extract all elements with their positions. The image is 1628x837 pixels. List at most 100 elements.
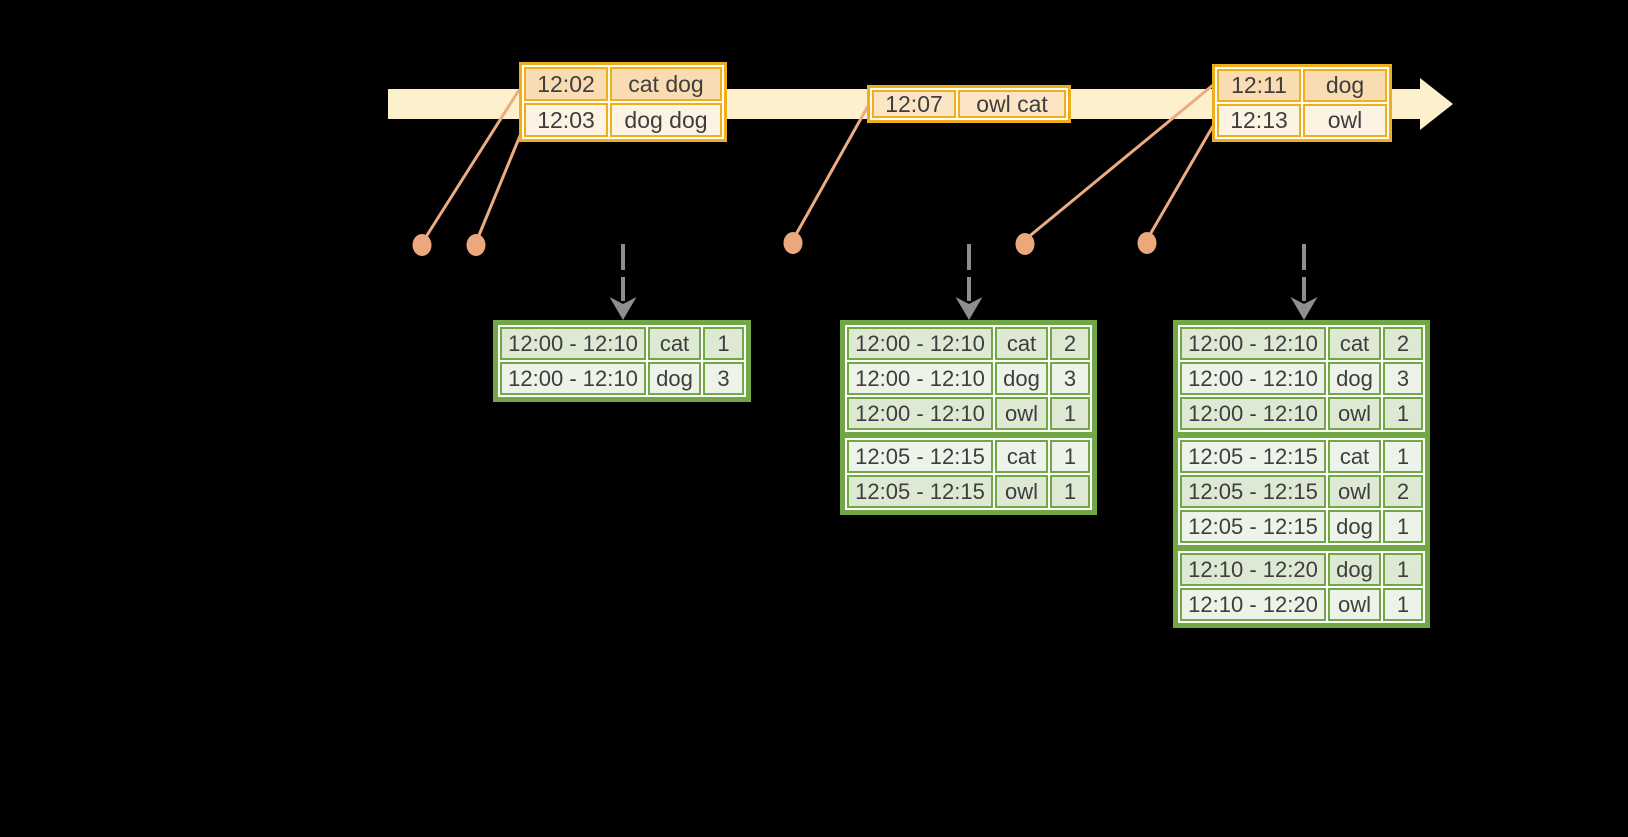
word-cell: owl — [995, 397, 1048, 430]
word-cell: owl — [995, 475, 1048, 508]
event-words-cell: owl cat — [958, 90, 1066, 118]
word-cell: owl — [1328, 475, 1381, 508]
event-time-cell: 12:13 — [1217, 104, 1301, 137]
window-group-separator — [845, 432, 1092, 438]
window-cell: 12:05 - 12:15 — [1180, 475, 1326, 508]
event-time-cell: 12:02 — [524, 67, 608, 101]
window-cell: 12:05 - 12:15 — [1180, 510, 1326, 543]
event-words-cell: dog dog — [610, 103, 722, 137]
event-words-cell: cat dog — [610, 67, 722, 101]
event-leader-line — [792, 105, 870, 239]
event-dot — [1137, 232, 1157, 254]
count-cell: 1 — [1383, 397, 1423, 430]
window-group-separator — [1178, 432, 1425, 438]
window-cell: 12:05 - 12:15 — [1180, 440, 1326, 473]
window-cell: 12:00 - 12:10 — [847, 327, 993, 360]
arrow-down-icon — [609, 297, 637, 320]
word-cell: dog — [1328, 362, 1381, 395]
window-cell: 12:00 - 12:10 — [1180, 362, 1326, 395]
window-cell: 12:05 - 12:15 — [847, 475, 993, 508]
count-cell: 1 — [1383, 510, 1423, 543]
trigger-arrow — [609, 244, 637, 320]
event-words-cell: dog — [1303, 69, 1387, 102]
event-dot — [466, 234, 486, 256]
count-cell: 2 — [1383, 327, 1423, 360]
window-cell: 12:00 - 12:10 — [500, 327, 646, 360]
window-cell: 12:00 - 12:10 — [1180, 397, 1326, 430]
count-cell: 3 — [1050, 362, 1090, 395]
word-cell: owl — [1328, 588, 1381, 621]
event-time-cell: 12:11 — [1217, 69, 1301, 102]
count-cell: 1 — [703, 327, 744, 360]
count-cell: 2 — [1383, 475, 1423, 508]
event-leader-line — [1146, 125, 1215, 239]
word-cell: dog — [1328, 553, 1381, 586]
word-cell: owl — [1328, 397, 1381, 430]
event-leader-line — [475, 125, 526, 241]
word-cell: dog — [995, 362, 1048, 395]
word-cell: cat — [995, 440, 1048, 473]
window-group-separator — [1178, 545, 1425, 551]
count-cell: 1 — [1383, 440, 1423, 473]
window-cell: 12:00 - 12:10 — [847, 397, 993, 430]
event-time-cell: 12:07 — [872, 90, 956, 118]
word-cell: dog — [648, 362, 701, 395]
window-cell: 12:00 - 12:10 — [847, 362, 993, 395]
timeline-arrowhead-icon — [1420, 78, 1453, 130]
arrow-down-icon — [1290, 297, 1318, 320]
word-cell: cat — [1328, 327, 1381, 360]
event-time-cell: 12:03 — [524, 103, 608, 137]
trigger-arrow — [1290, 244, 1318, 320]
window-cell: 12:10 - 12:20 — [1180, 588, 1326, 621]
count-cell: 3 — [1383, 362, 1423, 395]
window-cell: 12:00 - 12:10 — [500, 362, 646, 395]
word-cell: cat — [995, 327, 1048, 360]
word-cell: cat — [648, 327, 701, 360]
word-cell: cat — [1328, 440, 1381, 473]
count-cell: 3 — [703, 362, 744, 395]
count-cell: 2 — [1050, 327, 1090, 360]
count-cell: 1 — [1383, 588, 1423, 621]
word-cell: dog — [1328, 510, 1381, 543]
event-leader-line — [1025, 83, 1214, 241]
window-cell: 12:00 - 12:10 — [1180, 327, 1326, 360]
window-cell: 12:05 - 12:15 — [847, 440, 993, 473]
event-leader-line — [422, 89, 521, 241]
event-dot — [412, 234, 432, 256]
event-dot — [1015, 233, 1035, 255]
count-cell: 1 — [1050, 475, 1090, 508]
count-cell: 1 — [1383, 553, 1423, 586]
count-cell: 1 — [1050, 440, 1090, 473]
count-cell: 1 — [1050, 397, 1090, 430]
trigger-arrow — [955, 244, 983, 320]
event-words-cell: owl — [1303, 104, 1387, 137]
event-dot — [783, 232, 803, 254]
